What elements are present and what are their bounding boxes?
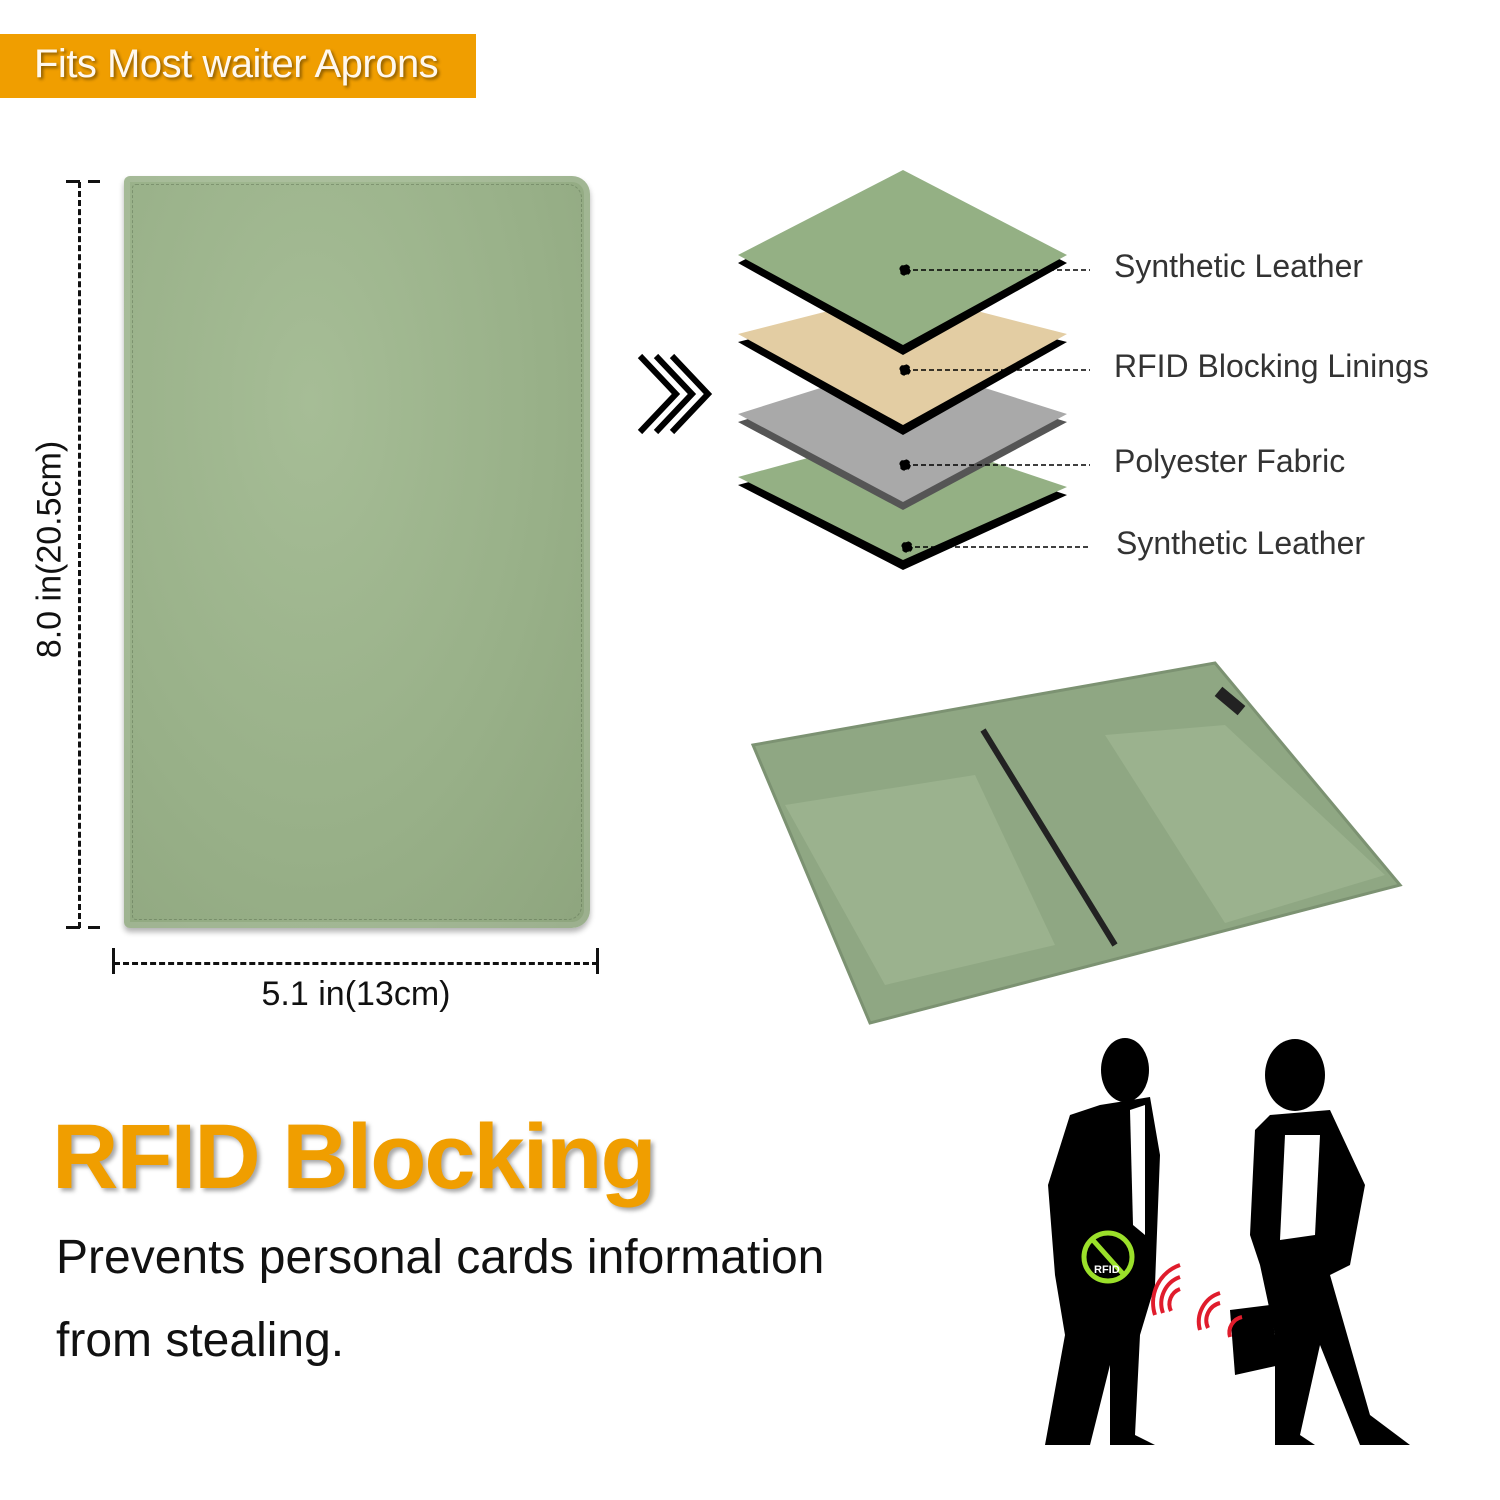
dimension-tick bbox=[112, 948, 115, 974]
woman-silhouette bbox=[1230, 1039, 1410, 1445]
dimension-tick bbox=[88, 180, 100, 183]
rfid-description: Prevents personal cards information bbox=[56, 1231, 825, 1284]
chevron-right-icon bbox=[637, 353, 713, 435]
width-label: 5.1 in(13cm) bbox=[261, 975, 451, 1013]
dimension-tick bbox=[88, 926, 100, 929]
height-dimension-line bbox=[78, 182, 81, 928]
dimension-tick bbox=[66, 180, 80, 183]
material-layers-diagram bbox=[738, 170, 1090, 570]
banner: Fits Most waiter Aprons bbox=[0, 34, 476, 98]
layer-label: Polyester Fabric bbox=[1114, 443, 1346, 479]
banner-text: Fits Most waiter Aprons bbox=[34, 42, 439, 86]
height-label: 8.0 in(20.5cm) bbox=[30, 440, 69, 659]
layer-label: Synthetic Leather bbox=[1114, 248, 1364, 284]
svg-text:RFID: RFID bbox=[1094, 1264, 1120, 1276]
dimension-tick bbox=[66, 926, 80, 929]
rfid-description: from stealing. bbox=[56, 1314, 345, 1367]
dimension-tick bbox=[596, 948, 599, 974]
signal-waves-icon bbox=[1151, 1263, 1243, 1338]
rfid-blocked-icon: RFID bbox=[1081, 1230, 1135, 1284]
width-dimension-line bbox=[114, 962, 598, 965]
people-silhouette-illustration: RFID bbox=[1045, 1038, 1410, 1445]
rfid-title: RFID Blocking bbox=[52, 1106, 657, 1208]
layer-label: Synthetic Leather bbox=[1116, 525, 1366, 561]
man-silhouette bbox=[1045, 1038, 1160, 1445]
layer-label: RFID Blocking Linings bbox=[1114, 348, 1429, 384]
closed-wallet-image bbox=[124, 176, 590, 928]
open-wallet-image bbox=[750, 661, 1403, 1025]
